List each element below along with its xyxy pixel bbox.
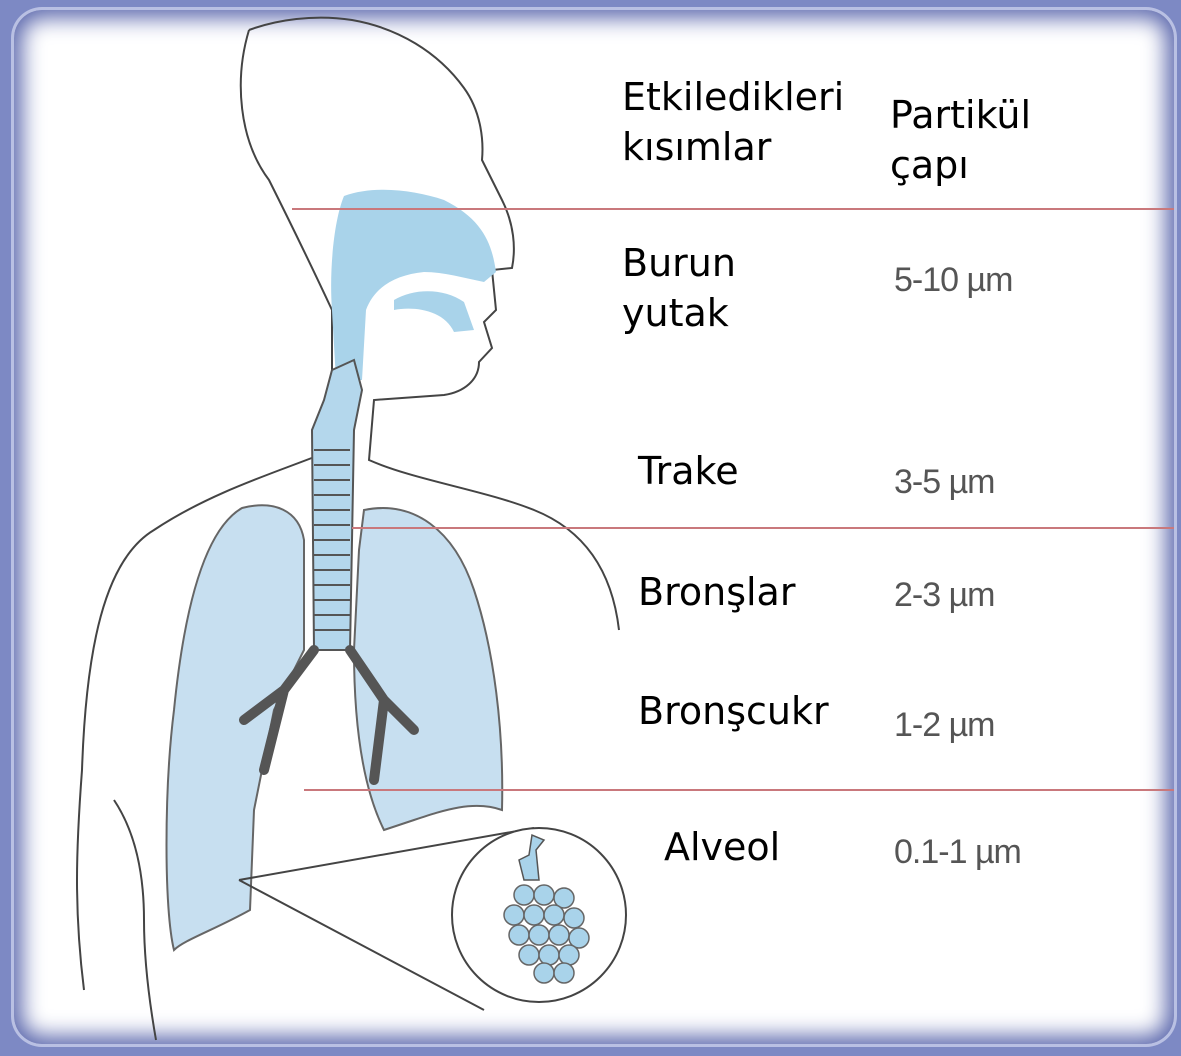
row-size-bronchioles: 1-2 µm bbox=[894, 705, 995, 745]
row-region-nasopharynx: Burun yutak bbox=[622, 238, 736, 338]
row-region-trachea: Trake bbox=[638, 446, 739, 496]
row-size-alveoli: 0.1-1 µm bbox=[894, 832, 1021, 872]
row-region-alveoli: Alveol bbox=[664, 822, 780, 872]
row-size-trachea: 3-5 µm bbox=[894, 462, 995, 502]
row-size-nasopharynx: 5-10 µm bbox=[894, 260, 1012, 300]
row-region-bronchi: Bronşlar bbox=[638, 567, 795, 617]
lung-left bbox=[167, 505, 305, 950]
diagram-frame: Etkiledikleri kısımlar Partikül çapı Bur… bbox=[14, 10, 1174, 1044]
oral-cavity bbox=[394, 291, 474, 332]
nasal-cavity bbox=[331, 190, 496, 380]
row-region-bronchioles: Bronşcukr bbox=[638, 686, 829, 736]
trachea bbox=[312, 360, 362, 650]
header-affected-region: Etkiledikleri kısımlar bbox=[622, 72, 844, 172]
row-size-bronchi: 2-3 µm bbox=[894, 575, 995, 615]
header-particle-diameter: Partikül çapı bbox=[890, 90, 1031, 190]
arm-left bbox=[114, 800, 156, 1040]
